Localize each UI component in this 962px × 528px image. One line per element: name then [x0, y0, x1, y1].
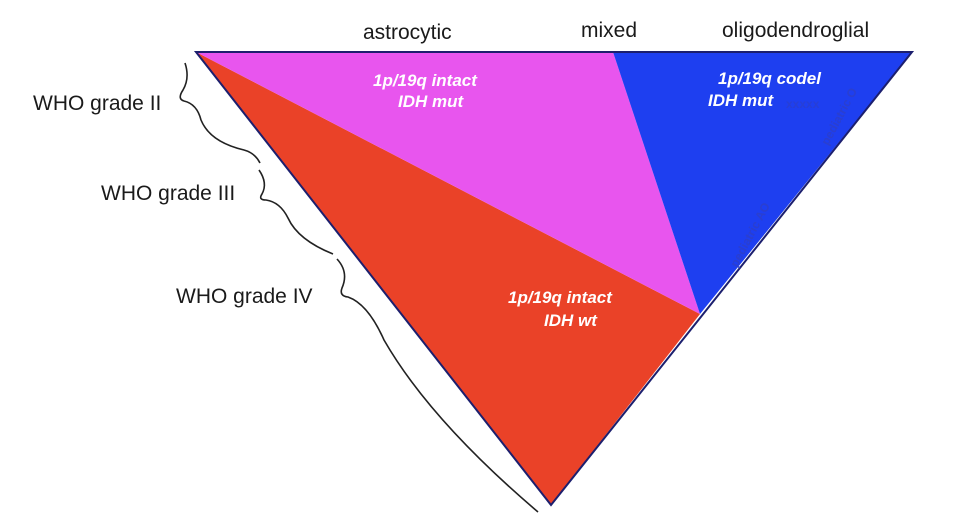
brace-grade-ii — [179, 62, 261, 164]
header-mixed: mixed — [581, 19, 637, 42]
header-oligodendroglial: oligodendroglial — [722, 19, 869, 42]
brace-grade-iv — [336, 258, 539, 513]
region-idh-mut-codel — [613, 52, 912, 314]
label-blue-line2: IDH mut — [708, 91, 775, 110]
label-red-line2: IDH wt — [544, 311, 598, 330]
label-red-line1: 1p/19q intact — [508, 288, 613, 307]
label-magenta-line1: 1p/19q intact — [373, 71, 478, 90]
label-magenta-line2: IDH mut — [398, 92, 465, 111]
region-idh-mut-intact — [196, 52, 700, 314]
label-who-grade-iii: WHO grade III — [101, 182, 235, 205]
header-astrocytic: astrocytic — [363, 21, 452, 44]
triangle-outline — [193, 51, 915, 507]
label-blue-line1: 1p/19q codel — [718, 69, 822, 88]
label-who-grade-iv: WHO grade IV — [176, 285, 313, 308]
label-who-grade-ii: WHO grade II — [33, 92, 161, 115]
annotation-xxxxx: xxxxx — [786, 97, 820, 111]
brace-grade-iii — [258, 169, 334, 255]
region-idh-wt-intact — [196, 52, 700, 505]
